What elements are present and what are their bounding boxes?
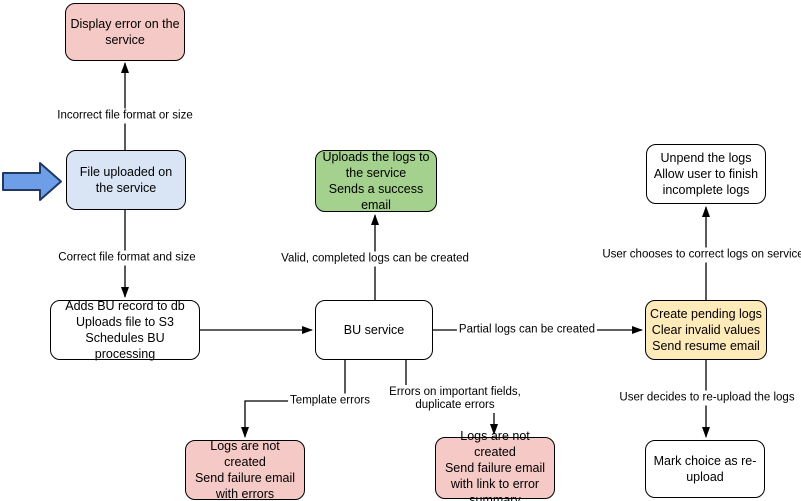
node-adds-bu-record-text: Adds BU record to db [65,298,185,313]
node-bu-service-text: BU service [343,322,405,337]
label-valid-completed-logs: Valid, completed logs can be created [279,251,471,267]
entry-arrow-icon [2,162,62,201]
label-user-reuploads: User decides to re-upload the logs [617,390,797,406]
label-incorrect-file-format: Incorrect file format or size [55,108,195,124]
label-valid-completed-logs-text: Valid, completed logs can be created [281,252,469,265]
label-field-duplicate-errors: Errors on important fields,duplicate err… [387,385,523,413]
label-user-corrects-on-service-text: User chooses to correct logs on service [602,248,801,261]
node-file-uploaded-on-service-text: File uploaded on the service [79,164,173,195]
node-create-pending-logs-text: Create pending logs [650,306,762,321]
label-user-reuploads-text: User decides to re-upload the logs [619,391,795,404]
label-field-duplicate-errors-text: duplicate errors [415,399,495,411]
label-incorrect-file-format-text: Incorrect file format or size [57,109,193,122]
node-logs-not-created-failure-errors-text: Send failure email with errors [194,471,296,501]
label-template-errors: Template errors [288,393,372,409]
node-unpend-logs-text: Unpend the logs [660,150,752,165]
label-correct-file-format-text: Correct file format and size [58,251,196,264]
node-uploads-logs-success-email-text: Sends a success email [328,182,424,213]
node-file-uploaded-on-service: File uploaded on the service [66,150,186,210]
label-field-duplicate-errors-text: Errors on important fields, [389,386,521,398]
label-template-errors-text: Template errors [290,394,370,407]
node-create-pending-logs-text: Send resume email [652,339,760,354]
node-uploads-logs-success-email-text: Uploads the logs to the service [322,149,430,180]
node-mark-choice-reupload-text: Mark choice as re-upload [653,453,757,484]
node-bu-service: BU service [315,300,433,360]
label-partial-logs-text: Partial logs can be created [458,323,596,336]
node-logs-not-created-error-summary-text: Logs are not created [460,428,530,459]
label-correct-file-format: Correct file format and size [56,250,198,266]
node-unpend-logs-text: Allow user to finish incomplete logs [653,166,759,198]
node-adds-bu-record-text: Schedules BU processing [85,331,165,362]
node-display-error-on-service-text: Display error on the service [70,16,180,47]
node-display-error-on-service: Display error on the service [65,3,185,61]
node-logs-not-created-error-summary-text: Send failure email with link to error su… [444,460,546,501]
label-partial-logs: Partial logs can be created [456,322,598,338]
label-user-corrects-on-service: User chooses to correct logs on service [600,247,801,263]
node-logs-not-created-failure-errors-text: Logs are not created [210,438,280,469]
node-create-pending-logs-text: Clear invalid values [651,322,761,337]
node-mark-choice-reupload: Mark choice as re-upload [645,440,765,498]
node-adds-bu-record-text: Uploads file to S3 [76,314,174,329]
